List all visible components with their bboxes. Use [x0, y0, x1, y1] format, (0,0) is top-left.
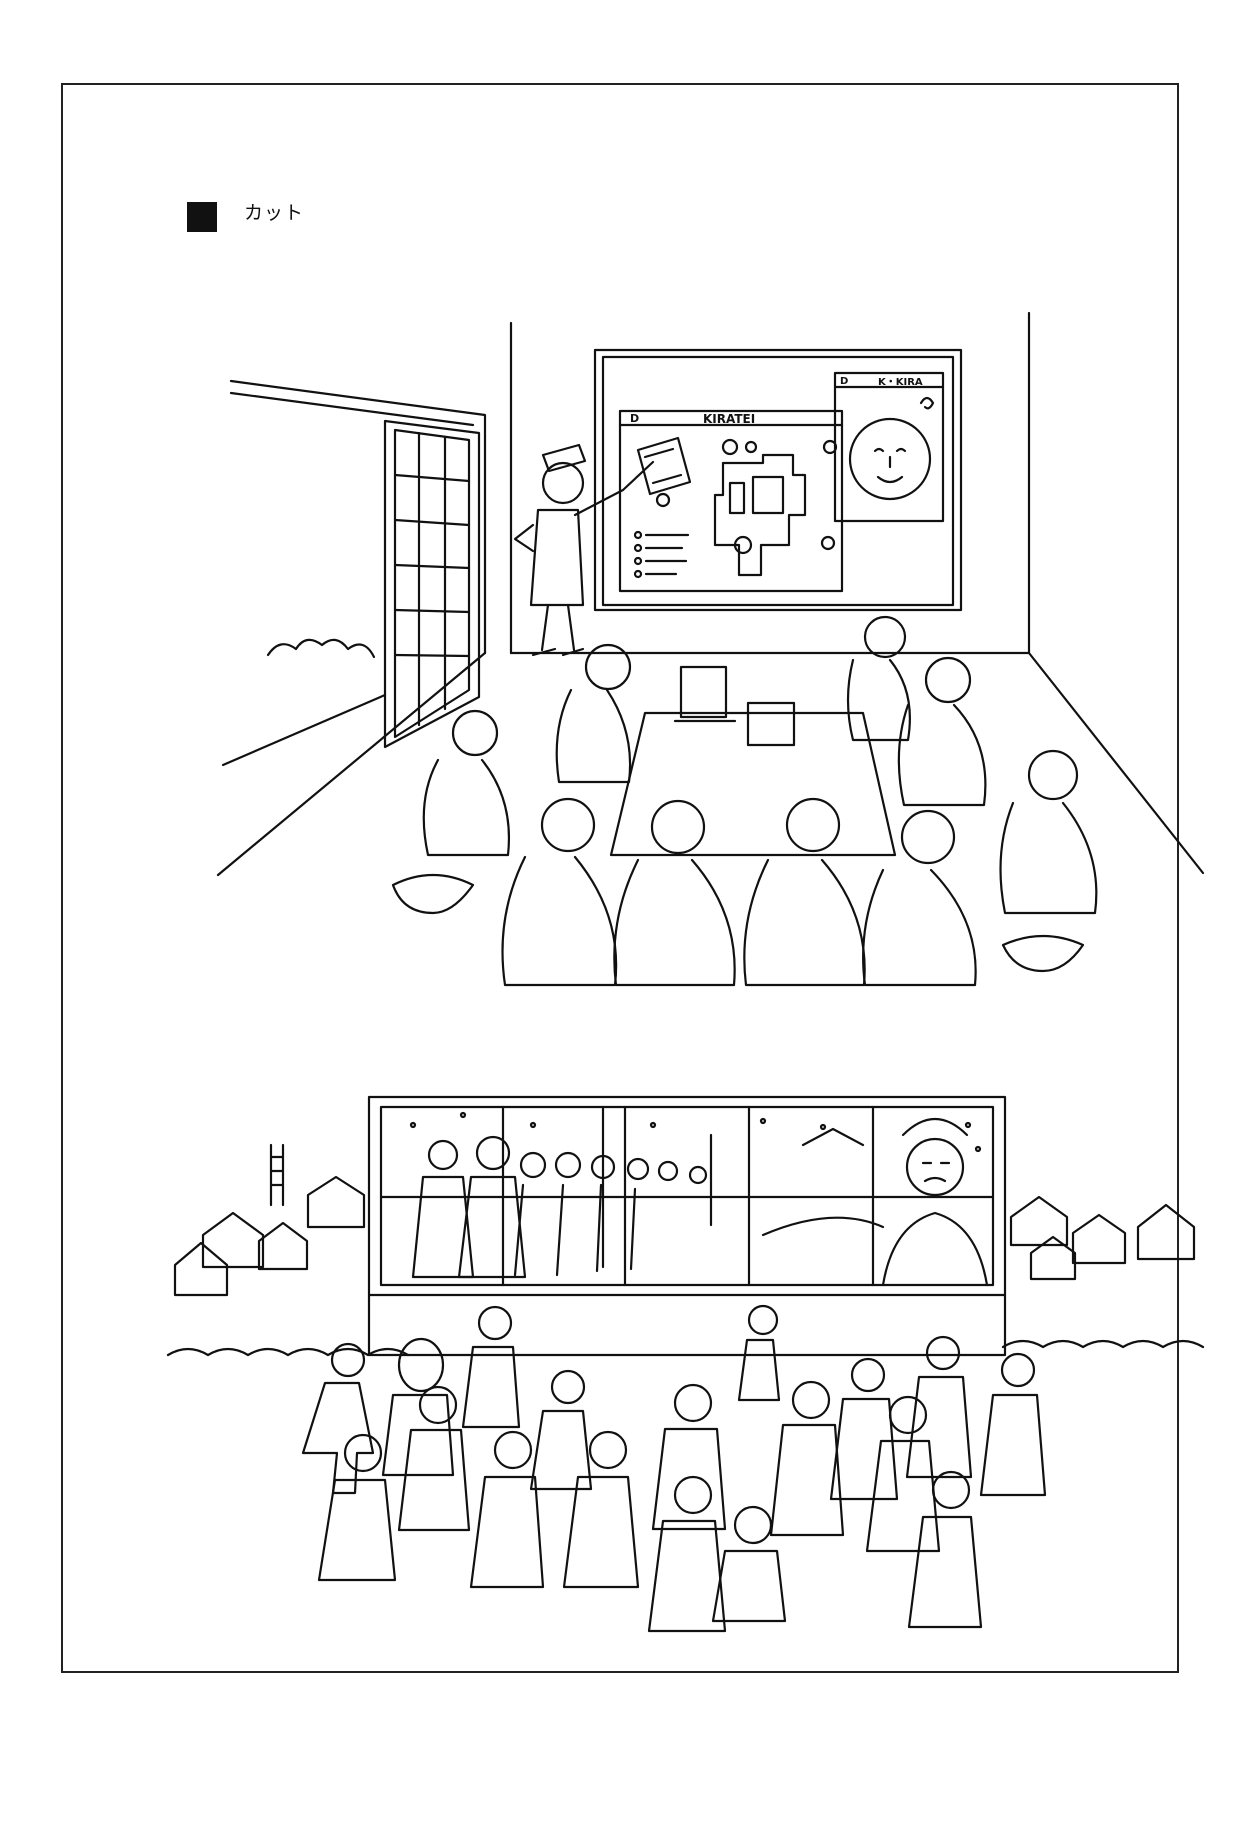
floor-right-edge: [1027, 651, 1205, 875]
room-left-wall-edge: [229, 379, 487, 655]
slide-side-panel: [833, 371, 945, 523]
crowd: [301, 1304, 1047, 1633]
floor-left-edge: [216, 651, 487, 877]
street-screen-illustration: [166, 1095, 1205, 1633]
attendees: [391, 615, 1098, 987]
slide-main-tag: D: [630, 412, 639, 425]
section-heading: カット: [244, 202, 305, 224]
meeting-room-illustration: D KIRATEI D K・KIRA: [216, 311, 1205, 987]
portrait-face: [848, 417, 932, 501]
houses-left: [173, 1143, 366, 1297]
section-marker-icon: [187, 202, 217, 232]
meeting-table: [609, 665, 897, 857]
shoji-window: [221, 419, 481, 767]
helmet: [901, 1117, 969, 1137]
slide-side-title: K・KIRA: [878, 377, 923, 388]
projection-screen: D KIRATEI D K・KIRA: [593, 348, 963, 612]
slide-main-panel: [618, 409, 844, 593]
page-frame: カット D K: [61, 83, 1205, 1673]
presenter-figure: [513, 443, 655, 657]
houses-right: [1009, 1195, 1196, 1281]
illustrations: D KIRATEI D K・KIRA: [166, 311, 1205, 1633]
slide-side-tag: D: [840, 376, 848, 387]
large-street-screen: [367, 1095, 1007, 1357]
slide-main-title: KIRATEI: [703, 412, 755, 426]
